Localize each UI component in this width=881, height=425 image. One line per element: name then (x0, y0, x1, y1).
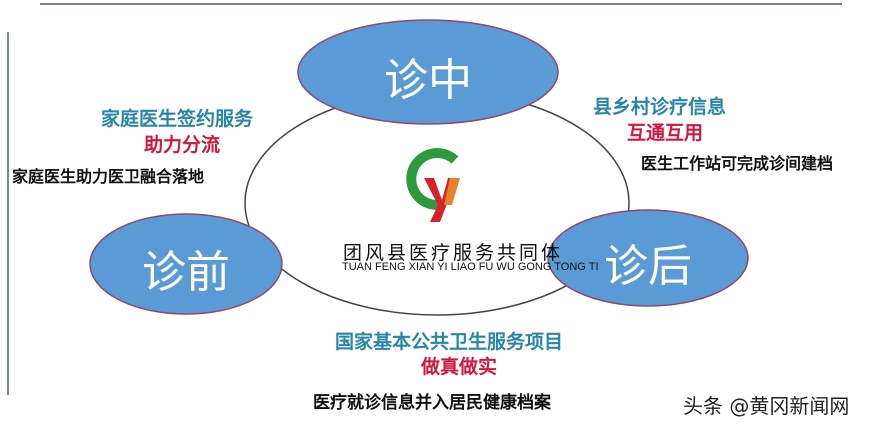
top-right-detail: 医生工作站可完成诊间建档 (641, 154, 834, 173)
node-during-visit: 诊中 (384, 55, 472, 106)
logo-icon (406, 148, 460, 222)
top-left-detail: 家庭医生助力医卫融合落地 (12, 167, 205, 186)
bottom-highlight: 做真做实 (421, 356, 498, 378)
node-right-ellipse (547, 209, 749, 307)
bottom-title: 国家基本公共卫生服务项目 (335, 331, 564, 353)
node-left-ellipse (89, 213, 283, 315)
watermark: 头条 @黄冈新闻网 (683, 394, 850, 418)
top-left-highlight: 助力分流 (144, 134, 221, 156)
node-top-ellipse (297, 19, 559, 125)
top-left-title: 家庭医生签约服务 (101, 108, 254, 130)
top-right-title: 县乡村诊疗信息 (593, 96, 727, 118)
node-after-visit: 诊后 (604, 241, 692, 292)
top-right-highlight: 互通互用 (627, 122, 704, 144)
bottom-detail: 医疗就诊信息并入居民健康档案 (313, 393, 551, 413)
logo-name-pinyin: TUAN FENG XIAN YI LIAO FU WU GONG TONG T… (342, 261, 599, 273)
logo-name-cn: 团风县医疗服务共同体 (343, 242, 564, 264)
node-before-visit: 诊前 (142, 247, 230, 298)
